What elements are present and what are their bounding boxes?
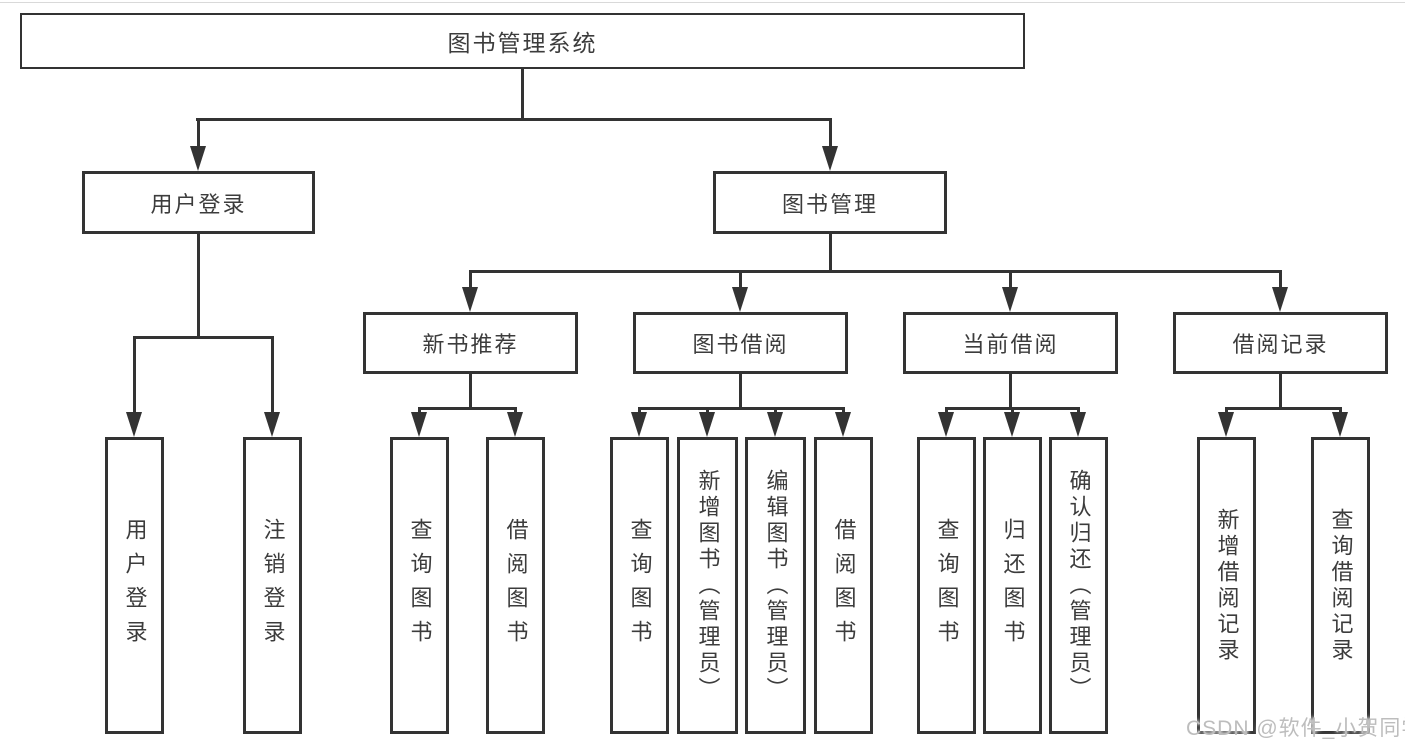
node-leaf-confirm-return-admin: 确认归还（管理员） (1049, 437, 1108, 734)
node-leaf-query-books-borrowing: 查询图书 (610, 437, 669, 734)
connector-newbook-drop-2 (514, 407, 517, 415)
node-leaf-return-books: 归还图书 (983, 437, 1042, 734)
page-top-divider (0, 2, 1405, 3)
connector-bookmgmt-drop-4 (1279, 270, 1282, 290)
connector-root-right-drop (829, 118, 832, 148)
node-leaf-add-books-admin: 新增图书（管理员） (677, 437, 738, 734)
connector-records-drop-1 (1225, 407, 1228, 415)
arrowhead-down-icon (462, 287, 478, 312)
connector-borrowing-stem (739, 374, 742, 407)
connector-current-drop-1 (945, 407, 948, 415)
node-borrowing-records: 借阅记录 (1173, 312, 1388, 374)
node-leaf-borrow-books-recommend: 借阅图书 (486, 437, 545, 734)
connector-records-stem (1279, 374, 1282, 407)
arrowhead-down-icon (1272, 287, 1288, 312)
connector-current-drop-2 (1011, 407, 1014, 415)
arrowhead-down-icon (190, 146, 206, 171)
arrowhead-down-icon (822, 146, 838, 171)
connector-userlogin-stem (197, 234, 200, 336)
arrowhead-down-icon (411, 412, 427, 437)
arrowhead-down-icon (767, 412, 783, 437)
connector-borrowing-drop-1 (638, 407, 641, 415)
arrowhead-down-icon (631, 412, 647, 437)
node-new-book-recommend: 新书推荐 (363, 312, 578, 374)
node-leaf-logout: 注销登录 (243, 437, 302, 734)
arrowhead-down-icon (1070, 412, 1086, 437)
node-leaf-borrow-books-borrowing: 借阅图书 (814, 437, 873, 734)
connector-bookmgmt-stem (829, 234, 832, 270)
node-leaf-edit-books-admin: 编辑图书（管理员） (745, 437, 806, 734)
connector-newbook-drop-1 (418, 407, 421, 415)
node-book-management: 图书管理 (713, 171, 947, 234)
connector-bookmgmt-drop-1 (469, 270, 472, 290)
connector-root-stem (521, 69, 524, 121)
arrowhead-down-icon (264, 412, 280, 437)
connector-root-crossbar (196, 118, 832, 121)
node-library-management-system: 图书管理系统 (20, 13, 1025, 69)
connector-borrowing-drop-2 (706, 407, 709, 415)
arrowhead-down-icon (126, 412, 142, 437)
arrowhead-down-icon (1332, 412, 1348, 437)
arrowhead-down-icon (1004, 412, 1020, 437)
connector-userlogin-crossbar (133, 336, 274, 339)
connector-bookmgmt-crossbar (469, 270, 1282, 273)
arrowhead-down-icon (1218, 412, 1234, 437)
arrowhead-down-icon (699, 412, 715, 437)
connector-current-drop-3 (1077, 407, 1080, 415)
connector-borrowing-drop-4 (842, 407, 845, 415)
connector-current-stem (1009, 374, 1012, 407)
arrowhead-down-icon (938, 412, 954, 437)
connector-root-left-drop (197, 118, 200, 148)
node-current-borrowing: 当前借阅 (903, 312, 1118, 374)
arrowhead-down-icon (1002, 287, 1018, 312)
node-leaf-add-borrow-record: 新增借阅记录 (1197, 437, 1256, 734)
csdn-watermark: CSDN @软件_小贺同学 (1186, 717, 1405, 740)
node-leaf-user-login: 用户登录 (105, 437, 164, 734)
arrowhead-down-icon (835, 412, 851, 437)
connector-newbook-crossbar (418, 407, 517, 410)
arrowhead-down-icon (507, 412, 523, 437)
connector-bookmgmt-drop-2 (739, 270, 742, 290)
node-leaf-query-borrow-record: 查询借阅记录 (1311, 437, 1370, 734)
node-user-login: 用户登录 (82, 171, 315, 234)
connector-records-crossbar (1225, 407, 1342, 410)
connector-userlogin-drop-2 (271, 336, 274, 415)
connector-records-drop-2 (1339, 407, 1342, 415)
node-leaf-query-books-recommend: 查询图书 (390, 437, 449, 734)
connector-userlogin-drop-1 (133, 336, 136, 415)
node-book-borrowing: 图书借阅 (633, 312, 848, 374)
connector-borrowing-drop-3 (774, 407, 777, 415)
arrowhead-down-icon (732, 287, 748, 312)
connector-borrowing-crossbar (638, 407, 845, 410)
connector-bookmgmt-drop-3 (1009, 270, 1012, 290)
node-leaf-query-books-current: 查询图书 (917, 437, 976, 734)
connector-newbook-stem (469, 374, 472, 407)
